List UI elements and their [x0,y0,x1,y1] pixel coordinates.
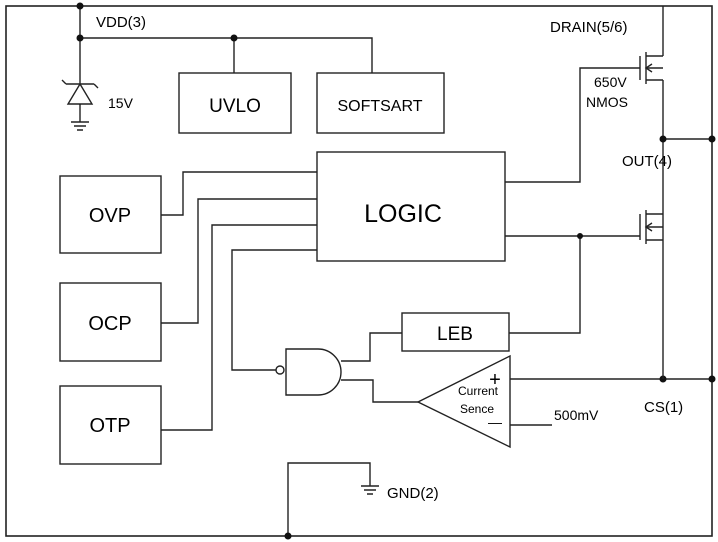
uvlo-block [178,72,292,134]
low-side-mosfet-icon [639,210,663,244]
gnd-pin-label: GND(2) [387,485,439,502]
gate-drive-wiring [505,67,640,239]
reference-voltage-label: 500mV [554,407,599,423]
gate-wiring [231,249,418,403]
otp-block [59,385,162,465]
out-wiring [659,135,716,143]
leb-wiring [509,236,581,334]
chip-boundary [5,5,713,537]
ovp-block [59,175,162,254]
softstart-block [316,72,445,134]
logic-label: LOGIC [364,200,442,228]
zener-voltage-label: 15V [108,95,134,111]
uvlo-label: UVLO [209,96,261,117]
drain-pin-label: DRAIN(5/6) [550,19,628,36]
and-gate-icon [275,348,342,396]
cs-wiring [510,375,716,383]
leb-block [401,312,510,352]
comparator-minus-sign: — [488,414,502,430]
mosfet-type-label: NMOS [586,94,628,110]
zener-diode-icon [61,79,99,122]
otp-label: OTP [89,415,130,437]
logic-block [316,151,506,262]
comparator-label-line1: Current [458,384,499,398]
high-voltage-mosfet-icon [639,6,664,379]
comparator-label-line2: Sence [460,402,494,416]
protection-wiring [161,171,317,431]
ocp-block [59,282,162,362]
current-sense-comparator [416,354,511,449]
ocp-label: OCP [88,313,131,335]
gnd-ground-icon [361,485,379,495]
softstart-label: SOFTSART [337,98,422,115]
ground-icon [71,121,89,131]
out-pin-label: OUT(4) [622,153,672,170]
mosfet-voltage-label: 650V [594,74,627,90]
cs-pin-label: CS(1) [644,399,683,416]
ovp-label: OVP [89,205,131,227]
leb-label: LEB [437,324,473,345]
gnd-wiring [284,462,371,540]
comparator-plus-sign: + [489,369,501,391]
vdd-pin-label: VDD(3) [96,14,146,31]
